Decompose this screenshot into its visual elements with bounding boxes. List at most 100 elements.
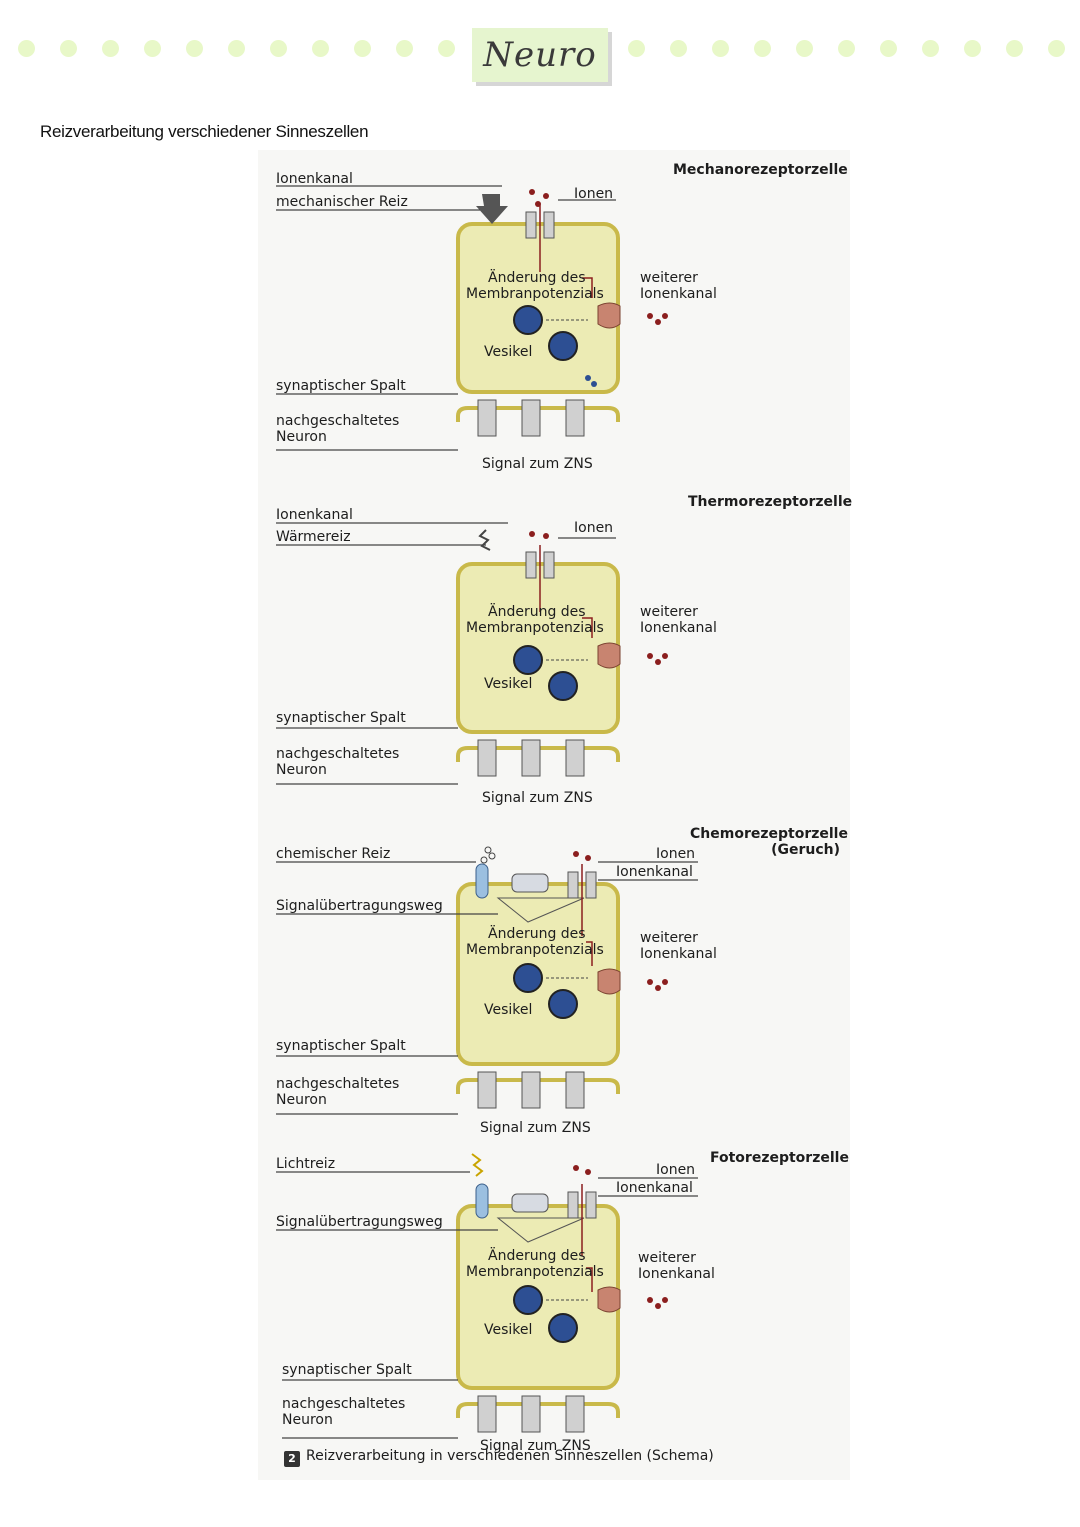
label-other-channel-1: weiterer — [638, 1250, 696, 1266]
header-dots-right — [610, 40, 1080, 60]
label-other-channel-2: Ionenkanal — [640, 620, 717, 636]
label-membrane-1: Änderung des — [488, 926, 586, 942]
chemoreceptor-diagram — [276, 846, 698, 1115]
decorative-dot — [186, 40, 203, 57]
cell-body — [456, 222, 620, 394]
panel-mechanoreceptor: Ionenkanal mechanischer Reiz Ionen Mecha… — [258, 150, 850, 480]
label-other-channel-1: weiterer — [640, 930, 698, 946]
label-other-channel-1: weiterer — [640, 604, 698, 620]
decorative-dot — [796, 40, 813, 57]
label-neuron-1: nachgeschaltetes — [276, 413, 400, 429]
label-membrane-2: Membranpotenzials — [466, 620, 604, 636]
label-membrane-1: Änderung des — [488, 604, 586, 620]
decorative-dot — [922, 40, 939, 57]
decorative-dot — [1048, 40, 1065, 57]
label-signal: Signal zum ZNS — [482, 790, 593, 806]
label-cell-type: Thermorezeptorzelle — [688, 494, 853, 510]
decorative-dot — [838, 40, 855, 57]
photo-receptor — [475, 1183, 489, 1219]
label-cleft: synaptischer Spalt — [276, 710, 406, 726]
label-ions: Ionen — [574, 186, 614, 202]
panel-thermoreceptor: Ionenkanal Wärmereiz Ionen Thermorezepto… — [258, 490, 853, 820]
label-membrane-2: Membranpotenzials — [466, 1264, 604, 1280]
label-neuron-1: nachgeschaltetes — [276, 746, 400, 762]
light-stimulus-icon — [471, 1153, 484, 1177]
header-dots-left — [0, 40, 470, 60]
page-title: Neuro — [483, 35, 597, 75]
label-signal: Signal zum ZNS — [482, 456, 593, 472]
label-neuron-2: Neuron — [276, 1092, 327, 1108]
label-ion-channel: Ionenkanal — [616, 1180, 693, 1196]
ions-top — [529, 189, 549, 207]
label-membrane-2: Membranpotenzials — [466, 286, 604, 302]
label-neuron-2: Neuron — [276, 762, 327, 778]
label-other-channel-2: Ionenkanal — [640, 946, 717, 962]
thermoreceptor-diagram — [276, 522, 668, 785]
label-vesicle: Vesikel — [484, 344, 533, 360]
label-ion-channel: Ionenkanal — [616, 864, 693, 880]
decorative-dot — [60, 40, 77, 57]
label-neuron-1: nachgeschaltetes — [276, 1076, 400, 1092]
label-stimulus: Wärmereiz — [276, 529, 351, 545]
decorative-dot — [18, 40, 35, 57]
label-stimulus: mechanischer Reiz — [276, 194, 408, 210]
synapse — [456, 375, 620, 437]
decorative-dot — [396, 40, 413, 57]
heat-stimulus-icon — [478, 529, 491, 551]
decorative-dot — [354, 40, 371, 57]
membrane-arrow — [582, 277, 593, 298]
decorative-dot — [228, 40, 245, 57]
decorative-dot — [964, 40, 981, 57]
label-cell-type: Fotorezeptorzelle — [710, 1150, 849, 1166]
label-cell-type-2: (Geruch) — [771, 842, 840, 858]
mechanoreceptor-diagram — [276, 185, 668, 451]
label-top-1: Ionenkanal — [276, 507, 353, 523]
decorative-dot — [712, 40, 729, 57]
ion-channel-top — [525, 205, 555, 272]
label-vesicle: Vesikel — [484, 1002, 533, 1018]
sensory-cells-figure: Ionenkanal mechanischer Reiz Ionen Mecha… — [258, 150, 853, 1480]
label-leader-lines — [276, 185, 616, 451]
label-cleft: synaptischer Spalt — [282, 1362, 412, 1378]
label-signal: Signal zum ZNS — [480, 1438, 591, 1454]
decorative-dot — [628, 40, 645, 57]
decorative-dot — [1006, 40, 1023, 57]
label-other-channel-1: weiterer — [640, 270, 698, 286]
decorative-dot — [102, 40, 119, 57]
panel-photoreceptor: Lichtreiz Signalübertragungsweg Ionen Io… — [258, 1144, 850, 1474]
label-vesicle: Vesikel — [484, 676, 533, 692]
label-membrane-1: Änderung des — [488, 1248, 586, 1264]
label-membrane-1: Änderung des — [488, 270, 586, 286]
decorative-dot — [670, 40, 687, 57]
odor-receptor — [475, 846, 496, 899]
vesicles — [513, 305, 588, 361]
label-top-1: Ionenkanal — [276, 171, 353, 187]
label-cell-type: Chemorezeptorzelle — [690, 826, 848, 842]
label-ions: Ionen — [656, 846, 696, 862]
decorative-dot — [754, 40, 771, 57]
panel-chemoreceptor: chemischer Reiz Signalübertragungsweg Io… — [258, 824, 850, 1154]
label-vesicle: Vesikel — [484, 1322, 533, 1338]
page-subtitle: Reizverarbeitung verschiedener Sinneszel… — [40, 122, 369, 141]
photoreceptor-diagram — [276, 1153, 698, 1439]
label-cleft: synaptischer Spalt — [276, 1038, 406, 1054]
mechanical-stimulus-arrow — [476, 194, 508, 224]
decorative-dot — [144, 40, 161, 57]
label-top-1: Signalübertragungsweg — [276, 898, 443, 914]
label-ions: Ionen — [574, 520, 614, 536]
g-protein — [496, 873, 585, 923]
label-top-1: Signalübertragungsweg — [276, 1214, 443, 1230]
decorative-dot — [880, 40, 897, 57]
decorative-dot — [270, 40, 287, 57]
label-signal: Signal zum ZNS — [480, 1120, 591, 1136]
page-title-box: Neuro — [472, 28, 608, 82]
label-cell-type: Mechanorezeptorzelle — [673, 162, 848, 178]
label-stimulus: chemischer Reiz — [276, 846, 391, 862]
decorative-dot — [438, 40, 455, 57]
figure-number: 2 — [284, 1451, 300, 1467]
label-neuron-1: nachgeschaltetes — [282, 1396, 406, 1412]
other-ion-channel — [597, 302, 668, 329]
label-ions: Ionen — [656, 1162, 696, 1178]
label-other-channel-2: Ionenkanal — [638, 1266, 715, 1282]
